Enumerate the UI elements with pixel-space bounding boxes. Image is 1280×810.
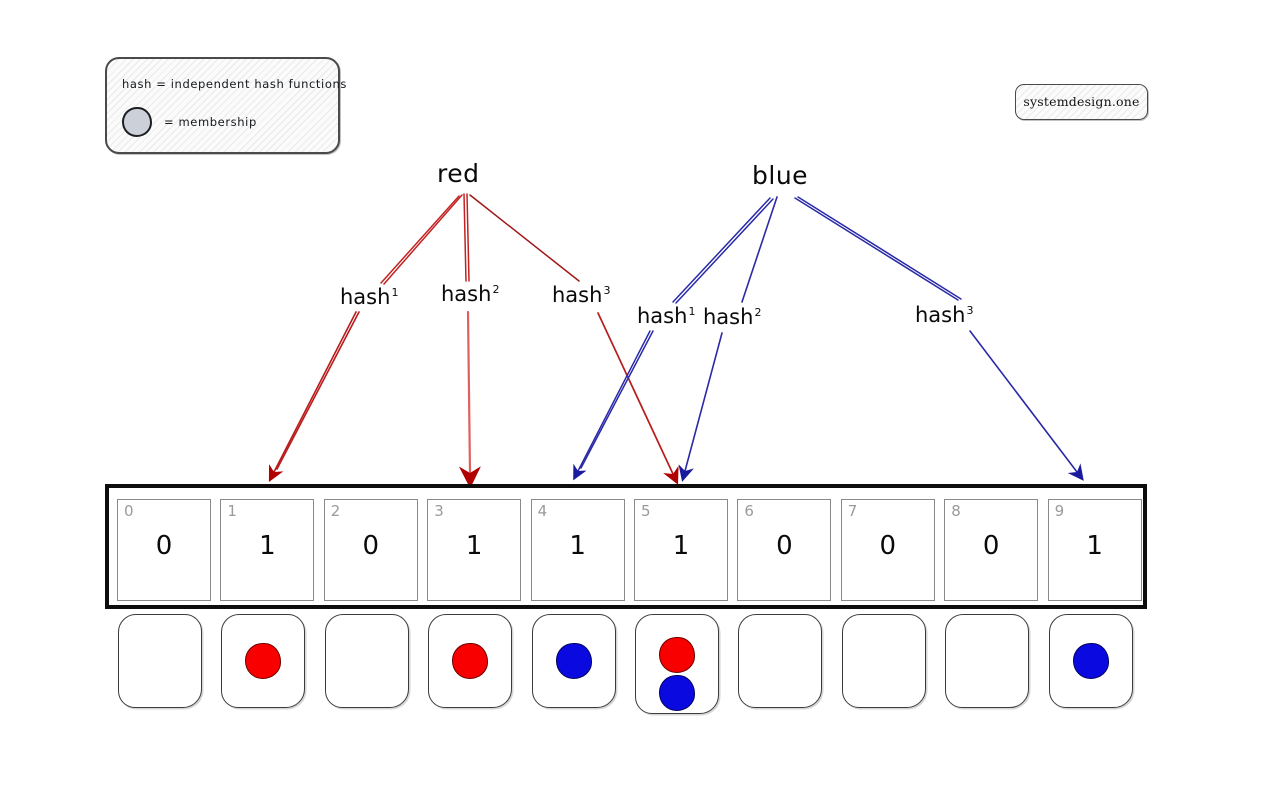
hash-superscript: 3 [603,284,611,297]
hash-base: hash [340,285,391,309]
hash-superscript: 1 [688,305,696,318]
bit-index-label: 8 [951,502,961,520]
bit-value: 1 [259,531,276,561]
hash-label-red-1: hash1 [340,285,398,309]
arrow-red-hash2-to-cell [458,310,481,489]
hash-superscript: 3 [966,304,974,317]
hash-label-blue-2: hash2 [703,305,761,329]
legend-membership-row: = membership [122,107,257,137]
membership-box-4 [531,614,616,708]
watermark-badge: systemdesign.one [1015,84,1148,120]
membership-box-6 [738,614,823,708]
bit-index-label: 5 [641,502,651,520]
hash-label-blue-1: hash1 [637,304,695,328]
membership-row [105,614,1147,718]
hash-superscript: 2 [492,283,500,296]
bit-index-label: 2 [330,502,341,520]
arrow-blue-hash3-to-cell [969,330,1084,481]
source-label-blue: blue [752,161,809,190]
bit-index-label: 4 [537,502,548,520]
membership-box-0 [118,614,202,708]
bit-index-label: 9 [1054,502,1065,520]
source-label-red: red [437,159,480,188]
bit-value: 0 [879,531,897,561]
arrow-blue-hash3 [794,196,962,301]
hash-label-blue-3: hash3 [915,303,973,327]
membership-dot-blue [1072,643,1109,679]
bit-value: 0 [982,531,1000,561]
hash-base: hash [441,282,492,306]
bit-value: 1 [672,531,690,561]
arrow-blue-hash1 [672,197,774,304]
bit-value: 0 [776,531,793,561]
hash-base: hash [915,303,966,327]
arrow-blue-hash2-to-cell [678,332,723,482]
hash-base: hash [552,283,603,307]
membership-dot-blue [555,643,592,679]
legend-hash-definition: hash = independent hash functions [122,77,347,91]
bit-index-label: 0 [124,502,134,520]
hash-label-red-2: hash2 [441,282,499,306]
bit-value: 1 [569,531,586,561]
hash-label-red-3: hash3 [552,283,610,307]
arrow-red-hash2 [463,193,470,282]
hash-base: hash [637,304,688,328]
bit-value: 0 [362,531,380,561]
membership-box-1 [221,614,306,708]
arrow-red-hash1-to-cell [268,311,360,482]
membership-box-2 [324,614,409,708]
bit-value: 1 [1086,531,1103,561]
bit-index-label: 6 [744,502,754,520]
arrow-red-hash1 [380,194,463,285]
arrow-blue-hash1-to-cell [573,330,654,481]
arrow-red-hash3-to-cell [597,312,679,485]
membership-box-7 [841,614,926,708]
bit-index-label: 3 [434,502,444,520]
arrow-red-hash3 [469,194,580,282]
membership-box-3 [428,614,513,708]
legend-membership-label: = membership [164,115,257,129]
membership-dot-red [245,643,282,679]
hash-superscript: 2 [754,306,762,319]
membership-dot-red [452,643,489,679]
membership-box-5 [635,614,719,714]
bit-value: 1 [465,531,483,561]
bit-value: 0 [155,531,173,561]
arrow-blue-hash2 [741,196,778,303]
legend-box: hash = independent hash functions = memb… [105,57,346,154]
watermark-text: systemdesign.one [1023,94,1140,109]
membership-box-8 [945,614,1030,708]
membership-box-9 [1048,614,1133,708]
bit-index-label: 1 [227,502,237,520]
hash-superscript: 1 [391,286,399,299]
membership-dot-blue [659,675,695,711]
membership-circle-icon [122,107,152,137]
hash-base: hash [703,305,754,329]
bit-index-label: 7 [847,502,858,520]
membership-dot-red [659,637,695,673]
